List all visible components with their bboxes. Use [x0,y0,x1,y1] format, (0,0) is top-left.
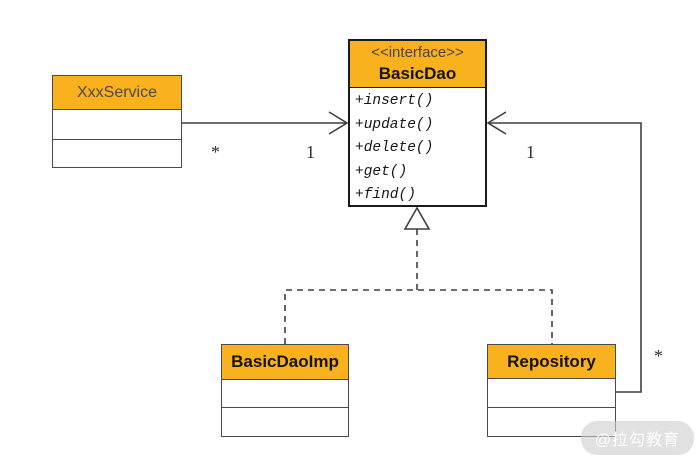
methods-compartment: +insert() +update() +delete() +get() +fi… [350,88,485,208]
method-find: +find() [355,187,416,204]
interface-header-basicdao: <<interface>> BasicDao [350,41,485,88]
method-update: +update() [355,116,434,133]
attributes-compartment [222,380,348,408]
watermark-badge: @拉勾教育 [580,421,694,455]
open-arrowhead-left-icon [328,111,349,135]
class-box-xxxservice: XxxService [52,75,182,168]
interface-name-basicdao: BasicDao [378,63,457,83]
method-insert: +insert() [355,93,434,109]
association-repository-to-dao [488,122,642,393]
watermark-text: @拉勾教育 [594,432,680,449]
class-header-repository: Repository [488,345,615,379]
class-box-repository: Repository [487,344,616,437]
class-header-basicdaoimp: BasicDaoImp [222,345,348,380]
method-get: +get() [355,163,408,180]
multiplicity-repository-star: * [654,346,663,366]
class-box-basicdaoimp: BasicDaoImp [221,344,349,437]
class-name-repository: Repository [507,351,596,371]
multiplicity-service-star: * [211,142,220,162]
realization-triangle-icon [403,206,431,230]
class-header-xxxservice: XxxService [53,76,181,110]
attributes-compartment [53,110,181,140]
operations-compartment [53,140,181,166]
class-name-xxxservice: XxxService [76,83,158,101]
attributes-compartment [488,379,615,408]
operations-compartment [222,408,348,435]
class-name-basicdaoimp: BasicDaoImp [231,352,339,372]
interface-stereotype: <<interface>> [371,44,464,61]
method-delete: +delete() [355,140,434,157]
multiplicity-repository-one: 1 [526,142,535,162]
open-arrowhead-right-icon [486,111,507,135]
multiplicity-service-one: 1 [306,142,315,162]
interface-box-basicdao: <<interface>> BasicDao +insert() +update… [348,39,487,207]
realization-dashed-lines [284,229,553,344]
